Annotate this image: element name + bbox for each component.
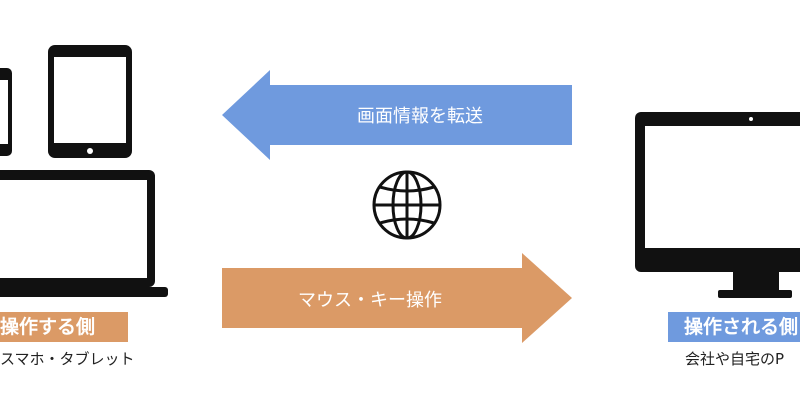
laptop-icon xyxy=(0,170,168,297)
transfer-arrow xyxy=(222,70,572,160)
transfer-arrow-label: 画面情報を転送 xyxy=(357,106,483,127)
operated-side-label: 操作される側 xyxy=(668,312,800,342)
operator-side-label: 操作する側 xyxy=(0,312,128,342)
smartphone-icon xyxy=(0,68,12,156)
globe-icon xyxy=(372,170,442,240)
desktop-monitor-icon xyxy=(635,112,800,298)
operated-side-devices: 会社や自宅のP xyxy=(685,350,785,368)
tablet-icon xyxy=(48,45,132,158)
operation-arrow-label: マウス・キー操作 xyxy=(298,290,442,311)
operator-side-devices: スマホ・タブレット xyxy=(0,350,135,368)
operation-arrow xyxy=(222,253,572,343)
